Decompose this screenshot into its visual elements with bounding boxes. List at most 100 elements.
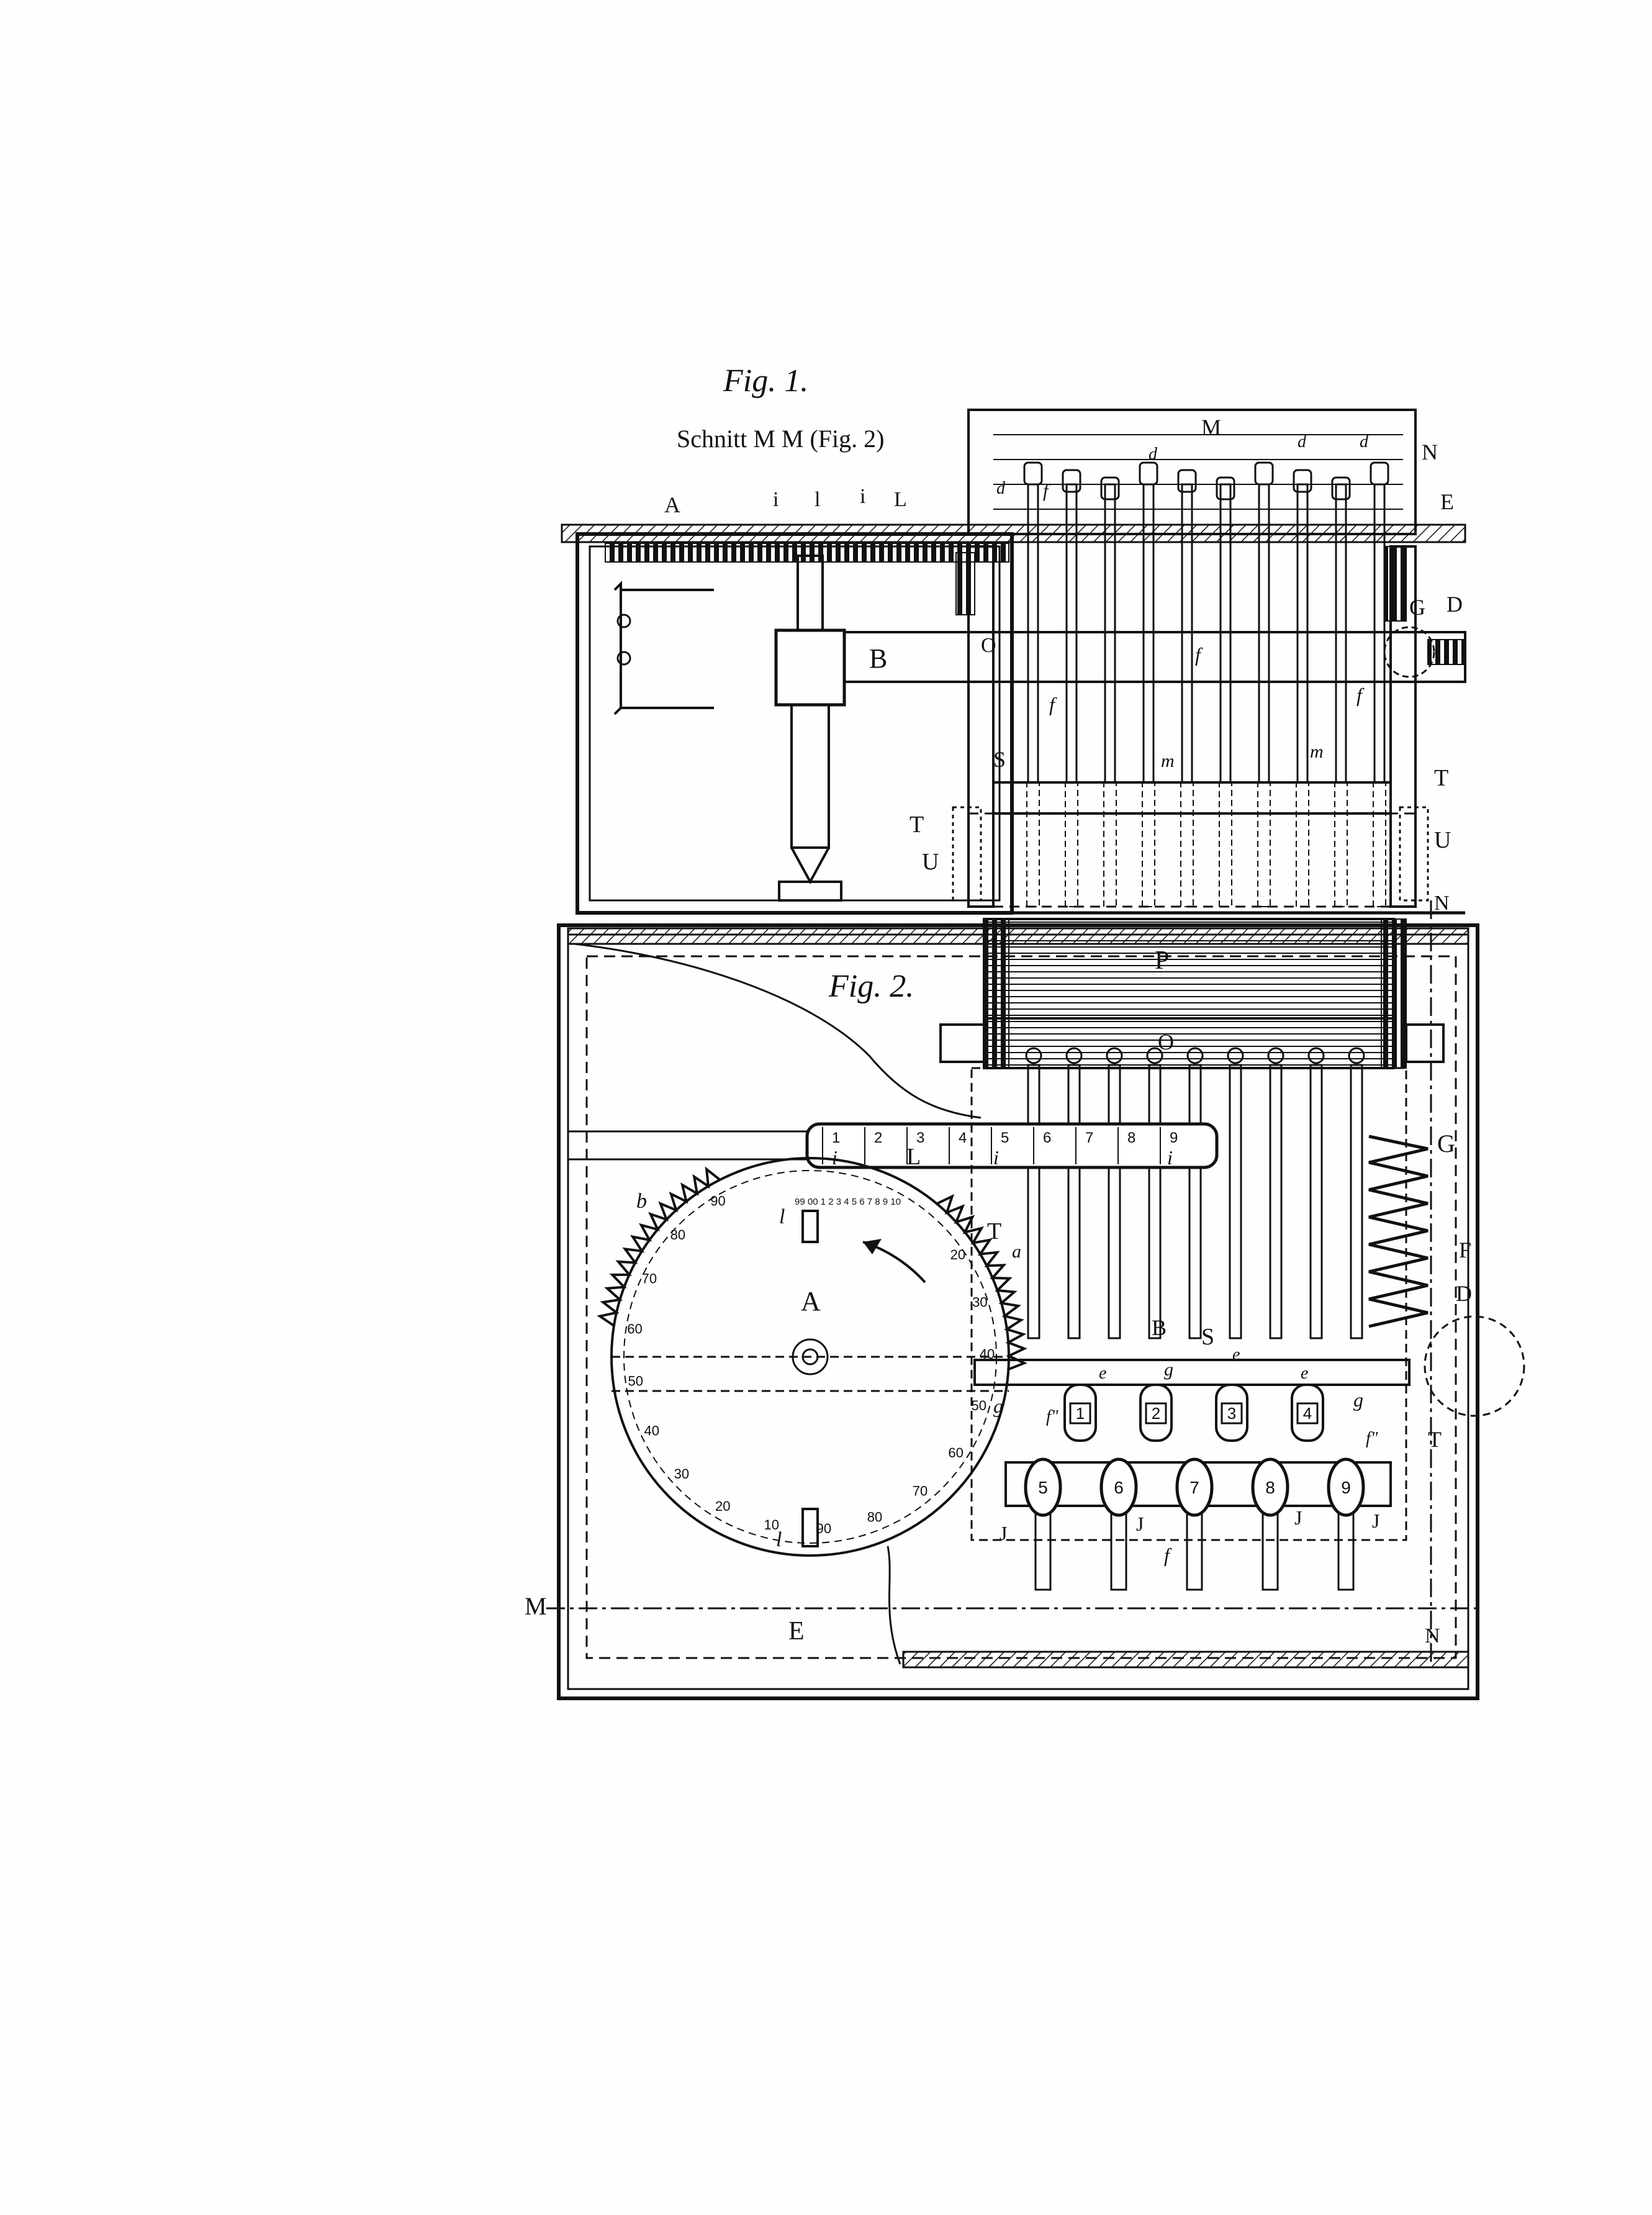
fig2-label-F: F [1459, 1238, 1471, 1262]
fig2-lever-pivot [1106, 1047, 1123, 1064]
fig2-slider-digit: 1 [832, 1130, 840, 1146]
fig2-dial-number: 80 [867, 1509, 882, 1524]
fig2-small-scale: 99 00 1 2 3 4 5 6 7 8 9 10 [795, 1197, 901, 1207]
fig2-label-i2: i [993, 1146, 999, 1169]
fig1-label-d3: d [1298, 432, 1307, 451]
fig2-dial-number: 60 [627, 1321, 642, 1336]
fig2-bracket-left [939, 1023, 985, 1063]
fig1-left-gear [955, 552, 975, 615]
fig1-right-gear [1384, 546, 1407, 622]
fig2-key-lower [1024, 1457, 1062, 1517]
fig1-label-U-right: U [1434, 827, 1451, 853]
fig1-label-i2: i [860, 485, 865, 508]
fig2-key-lower [1175, 1457, 1214, 1517]
fig1-key-stem-lower [1103, 782, 1117, 907]
fig2-dial-number: 70 [642, 1271, 657, 1286]
fig2-lever-pivot [1025, 1047, 1042, 1064]
fig2-label-b: b [636, 1190, 647, 1213]
fig1-key-stem-lower [1219, 782, 1232, 907]
fig1-label-B: B [869, 643, 887, 674]
fig2-slider-digit: 8 [1127, 1130, 1135, 1146]
fig2-roller-gear-right [1381, 918, 1407, 1069]
fig1-label-L: L [894, 488, 907, 511]
fig2-lever [1269, 1064, 1283, 1339]
fig2-label-f-double1: f" [1046, 1407, 1058, 1426]
fig2-label-l-top: l [779, 1205, 785, 1228]
fig2-dial-number: 30 [972, 1295, 987, 1310]
fig2-slider-digit: 4 [959, 1130, 967, 1146]
fig1-left-bracket [613, 581, 714, 715]
fig1-key-cap [1331, 476, 1351, 501]
fig2-key-upper-digit: 3 [1227, 1404, 1236, 1423]
fig1-caption: Fig. 1. [723, 363, 808, 399]
fig2-label-i1: i [832, 1146, 837, 1169]
fig2-label-g1: g [993, 1395, 1003, 1417]
fig2-key-upper-digit: 4 [1303, 1404, 1312, 1423]
fig2-dial-number: 40 [644, 1423, 659, 1439]
fig1-key-cap [1177, 469, 1197, 493]
fig1-label-d2: d [1149, 445, 1158, 464]
fig1-label-A: A [664, 492, 680, 517]
fig2-label-f-bottom: f [1164, 1544, 1172, 1566]
fig1-label-T-right: T [1434, 765, 1448, 791]
fig1-label-E: E [1440, 489, 1454, 514]
fig2-key-upper-face [1296, 1402, 1319, 1425]
fig2-label-N-top: N [1434, 892, 1450, 915]
fig2-lever [1108, 1064, 1121, 1339]
fig2-key-upper [1063, 1384, 1097, 1442]
fig2-label-L: L [906, 1144, 921, 1170]
fig1-spindle-top [797, 555, 824, 632]
fig2-pawl-bottom [801, 1508, 819, 1547]
fig2-roller-P [983, 918, 1395, 1020]
fig2-lever [1309, 1064, 1323, 1339]
fig1-spring-U-left [952, 806, 982, 902]
fig2-key-lower [1251, 1457, 1289, 1517]
fig2-slider-digit: 3 [916, 1130, 924, 1146]
fig2-label-T-wheel: T [987, 1218, 1001, 1244]
fig2-dial-number: 70 [913, 1483, 928, 1498]
fig2-key-lower [1099, 1457, 1138, 1517]
fig2-label-l-bottom: l [776, 1528, 782, 1551]
fig1-key-stem-lower [1065, 782, 1078, 907]
fig2-label-J1: J [1000, 1522, 1007, 1544]
fig2-slider-digit: 6 [1043, 1130, 1051, 1146]
fig2-caption: Fig. 2. [828, 969, 914, 1004]
fig2-label-D: D [1456, 1281, 1472, 1306]
fig2-label-P: P [1155, 946, 1169, 975]
fig2-lever-pivot [1227, 1047, 1244, 1064]
fig2-label-i3: i [1167, 1146, 1173, 1169]
fig2-label-J4: J [1372, 1510, 1379, 1532]
fig2-key-lower-digit: 5 [1038, 1478, 1048, 1497]
fig2-key-lower-digit: 8 [1265, 1478, 1275, 1497]
fig2-lever-pivot [1146, 1047, 1163, 1064]
fig2-label-S: S [1201, 1324, 1214, 1350]
fig2-key-lower-digit: 6 [1114, 1478, 1124, 1497]
fig1-key-cap [1293, 469, 1312, 493]
fig1-subcaption: Schnitt M M (Fig. 2) [677, 425, 884, 453]
fig1-label-G: G [1409, 595, 1425, 620]
fig2-dial-number: 80 [670, 1227, 685, 1243]
fig2-roller-gear-left [983, 918, 1009, 1069]
fig2-label-O: O [1158, 1030, 1174, 1054]
fig1-key-stem-lower [1257, 782, 1271, 907]
fig2-label-J2: J [1136, 1513, 1144, 1535]
fig1-label-l1: l [815, 488, 820, 511]
fig2-spring-G [1368, 1135, 1429, 1328]
fig2-break-line [574, 943, 982, 1119]
fig1-label-T-left: T [910, 812, 924, 838]
fig2-slider-digit: 2 [874, 1130, 882, 1146]
fig2-lever [1027, 1064, 1040, 1339]
fig1-label-D: D [1447, 592, 1463, 617]
fig1-spindle-foot [778, 881, 842, 902]
fig2-lever-pivot [1307, 1047, 1325, 1064]
fig1-grid-M [993, 434, 1403, 510]
fig2-key-upper-face [1145, 1402, 1167, 1425]
fig2-label-A: A [801, 1286, 821, 1316]
fig2-right-frame [970, 1067, 1407, 1541]
fig2-label-T-right: T [1428, 1427, 1442, 1452]
fig2-dial-number: 20 [950, 1247, 965, 1262]
fig1-bar-S [992, 781, 1392, 815]
fig2-slider-digit: 7 [1085, 1130, 1093, 1146]
